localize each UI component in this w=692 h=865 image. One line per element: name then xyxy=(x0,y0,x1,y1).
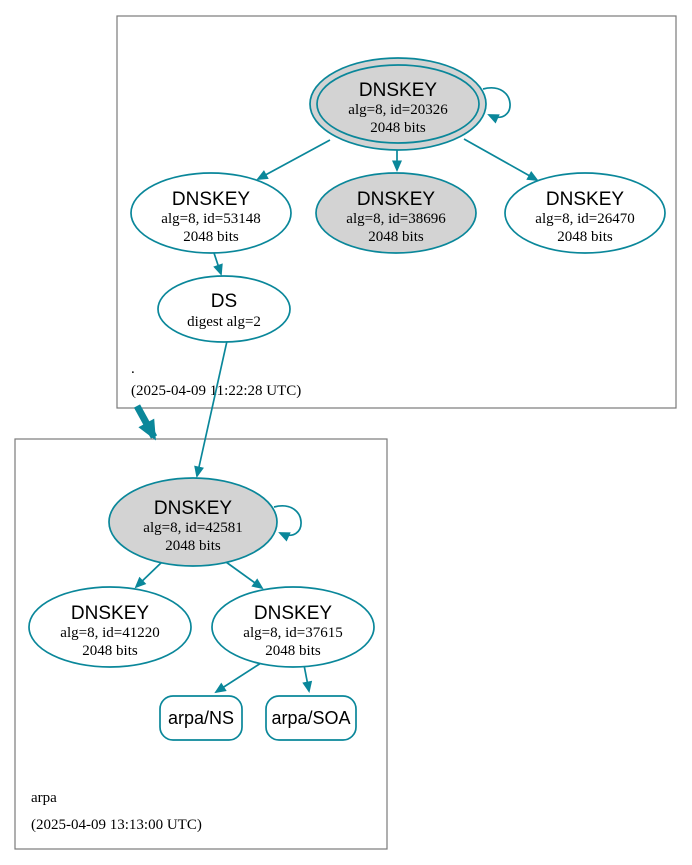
node-bits: 2048 bits xyxy=(265,643,321,659)
node-title: DNSKEY xyxy=(154,498,232,519)
node-title: DNSKEY xyxy=(254,603,332,624)
node-title: DS xyxy=(211,291,237,312)
node-params: digest alg=2 xyxy=(187,314,261,330)
arpa-zone-label: arpa xyxy=(31,790,57,806)
node-dnskey-41220[interactable]: DNSKEY alg=8, id=41220 2048 bits xyxy=(28,586,192,668)
edge-key53148-to-ds xyxy=(213,252,223,276)
node-rrset-arpa-soa[interactable]: arpa/SOA xyxy=(265,695,357,741)
edge-arpa-ksk-to-key41220 xyxy=(134,560,164,589)
node-title: DNSKEY xyxy=(359,80,437,101)
node-params: alg=8, id=38696 xyxy=(346,211,446,227)
node-params: alg=8, id=42581 xyxy=(143,520,242,536)
edge-key37615-to-soa-rrset xyxy=(302,664,313,693)
edge-root-ksk-to-key26470 xyxy=(463,138,539,181)
edge-arpa-ksk-selfloop xyxy=(273,505,302,542)
edge-delegation-root-to-arpa xyxy=(133,404,158,441)
rrset-label: arpa/NS xyxy=(168,708,234,728)
node-params: alg=8, id=53148 xyxy=(161,211,260,227)
node-bits: 2048 bits xyxy=(370,120,426,136)
edge-root-ksk-to-key53148 xyxy=(256,139,331,180)
edge-key37615-to-ns-rrset xyxy=(214,662,262,694)
node-ds[interactable]: DS digest alg=2 xyxy=(157,275,291,343)
rrset-label: arpa/SOA xyxy=(271,708,350,728)
edge-root-ksk-selfloop xyxy=(482,87,511,124)
node-dnskey-20326[interactable]: DNSKEY alg=8, id=20326 2048 bits xyxy=(309,57,487,151)
node-bits: 2048 bits xyxy=(183,229,239,245)
node-dnskey-42581[interactable]: DNSKEY alg=8, id=42581 2048 bits xyxy=(108,477,278,567)
node-params: alg=8, id=41220 xyxy=(60,625,159,641)
node-title: DNSKEY xyxy=(357,189,435,210)
node-title: DNSKEY xyxy=(172,189,250,210)
node-bits: 2048 bits xyxy=(165,538,221,554)
arpa-zone-timestamp: (2025-04-09 13:13:00 UTC) xyxy=(31,817,202,833)
node-title: DNSKEY xyxy=(71,603,149,624)
node-params: alg=8, id=37615 xyxy=(243,625,342,641)
edge-arpa-ksk-to-key37615 xyxy=(225,561,264,590)
node-title: DNSKEY xyxy=(546,189,624,210)
node-params: alg=8, id=20326 xyxy=(348,102,448,118)
node-params: alg=8, id=26470 xyxy=(535,211,634,227)
root-zone-label: . xyxy=(131,361,135,377)
node-dnskey-26470[interactable]: DNSKEY alg=8, id=26470 2048 bits xyxy=(504,172,666,254)
node-dnskey-38696[interactable]: DNSKEY alg=8, id=38696 2048 bits xyxy=(315,172,477,254)
node-rrset-arpa-ns[interactable]: arpa/NS xyxy=(159,695,243,741)
node-bits: 2048 bits xyxy=(557,229,613,245)
node-dnskey-53148[interactable]: DNSKEY alg=8, id=53148 2048 bits xyxy=(130,172,292,254)
node-bits: 2048 bits xyxy=(82,643,138,659)
node-bits: 2048 bits xyxy=(368,229,424,245)
edge-ds-to-arpa-ksk xyxy=(194,340,228,478)
node-dnskey-37615[interactable]: DNSKEY alg=8, id=37615 2048 bits xyxy=(211,586,375,668)
